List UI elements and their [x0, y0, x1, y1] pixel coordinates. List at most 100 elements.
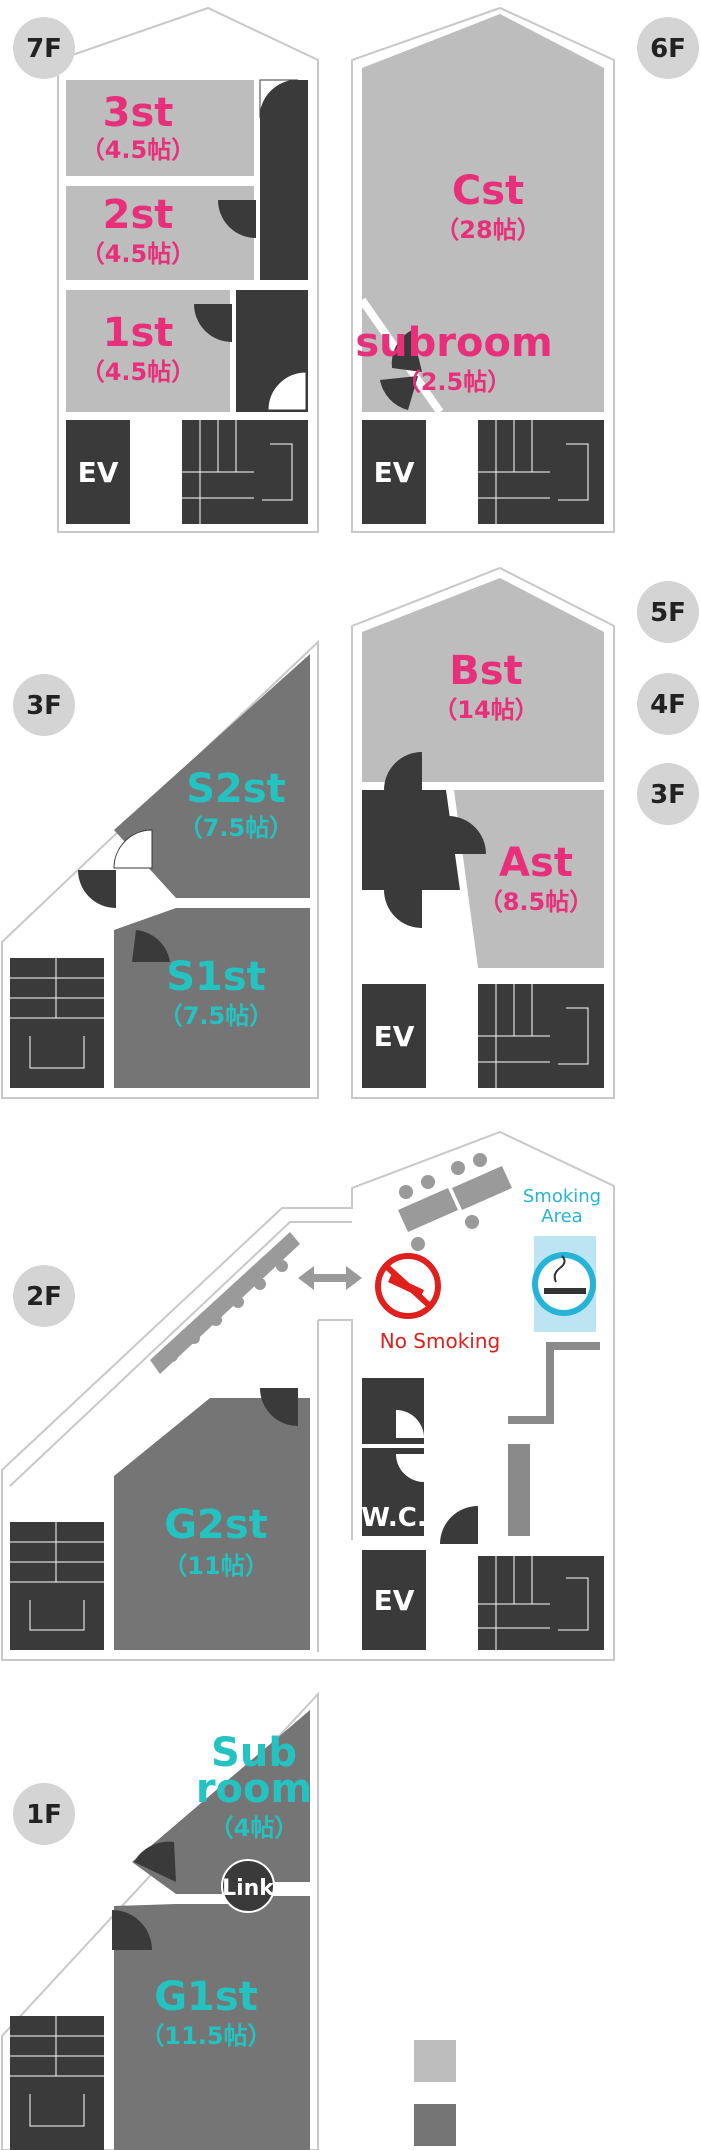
double-arrow-icon: [298, 1266, 362, 1290]
elevator: [362, 420, 426, 524]
door-icon: [384, 890, 422, 928]
room-size: （2.5帖）: [397, 368, 512, 396]
elevator: [66, 420, 130, 524]
partition: [508, 1444, 530, 1536]
room-size: （4帖）: [210, 1814, 299, 1842]
room-name: 1st: [103, 310, 174, 356]
stairs: [182, 420, 308, 524]
room-name: room: [196, 1766, 312, 1812]
floor-label: 7F: [26, 34, 62, 64]
smoking-area-label: Area: [541, 1206, 582, 1227]
stairs: [10, 1522, 104, 1650]
floor-label: 4F: [650, 690, 686, 720]
room-name: S1st: [166, 954, 266, 1000]
floor-label: 3F: [650, 780, 686, 810]
room-name: Cst: [452, 168, 524, 214]
room-name: S2st: [186, 766, 286, 812]
floor-badge: [637, 17, 699, 79]
room-name: Ast: [499, 840, 573, 886]
floor-7f: EV 7F 3st （4.5帖） 2st （4.5帖） 1st （4.5帖）: [13, 6, 319, 533]
room-size: （4.5帖）: [81, 240, 196, 268]
lounge-seating: [398, 1153, 512, 1251]
room-size: （11.5帖）: [140, 2022, 271, 2050]
floor-badge: [13, 674, 75, 736]
room-name: Bst: [449, 648, 522, 694]
door-icon: [218, 200, 256, 238]
room-size: （8.5帖）: [479, 888, 594, 916]
room-size: （14帖）: [433, 696, 538, 724]
wc-label: W.C.: [361, 1503, 426, 1533]
room-size: （28帖）: [435, 216, 540, 244]
stairs: [10, 2016, 104, 2150]
room-s2st[interactable]: [114, 654, 310, 898]
door-icon: [78, 870, 116, 908]
floor-label: 5F: [650, 598, 686, 628]
door-icon: [267, 371, 307, 411]
door-icon: [440, 1506, 478, 1544]
link-door[interactable]: [221, 1859, 275, 1913]
floor-label: 2F: [26, 1282, 62, 1312]
elevator: [362, 984, 426, 1088]
room-cst[interactable]: [362, 14, 604, 412]
floor-badge: [637, 763, 699, 825]
link-label: Link: [222, 1876, 275, 1901]
stairs: [10, 958, 104, 1088]
floor-badge: [13, 17, 75, 79]
stairs: [478, 1556, 604, 1650]
floor-6f: EV 6F Cst （28帖） subroom （2.5帖）: [351, 6, 699, 533]
stairs: [478, 984, 604, 1088]
door-icon: [396, 1410, 424, 1438]
floor-label: 1F: [26, 1800, 62, 1830]
counter-table: [150, 1232, 300, 1374]
legend-swatch-light: [414, 2040, 456, 2082]
chairs: [166, 1260, 288, 1362]
room-name: G2st: [164, 1502, 268, 1548]
stairs: [478, 420, 604, 524]
legend-swatch-dark: [414, 2104, 456, 2146]
elevator: [362, 1550, 426, 1650]
room-subroom[interactable]: [132, 1710, 310, 1894]
room-name: 3st: [103, 90, 174, 136]
no-smoking-icon: [375, 1253, 441, 1319]
no-smoking-label: No Smoking: [380, 1329, 500, 1353]
floor-badge: [637, 581, 699, 643]
room-name: 2st: [103, 192, 174, 238]
smoking-area-label: Smoking: [523, 1186, 601, 1207]
room-3st[interactable]: [66, 80, 254, 176]
door-icon: [132, 930, 170, 962]
floor-badge: [13, 1783, 75, 1845]
corridor: [362, 790, 460, 890]
corridor: [260, 80, 308, 280]
ev-label: EV: [374, 1584, 415, 1617]
floor-label: 6F: [650, 34, 686, 64]
room-g2st[interactable]: [114, 1398, 310, 1650]
room-size: （7.5帖）: [159, 1002, 274, 1030]
room-ast[interactable]: [454, 790, 604, 968]
floor-3f-left: 3F S2st （7.5帖） S1st （7.5帖）: [1, 639, 319, 1099]
door-icon: [384, 752, 422, 790]
floor-badge: [13, 1265, 75, 1327]
door-icon: [112, 1910, 152, 1950]
floor-1f: Link 1F Sub room （4帖） G1st （11.5帖）: [1, 1691, 319, 2150]
room-name: subroom: [355, 320, 552, 366]
door-icon: [134, 1841, 176, 1882]
ev-label: EV: [374, 1020, 415, 1053]
door-icon: [448, 816, 486, 854]
room-g1st[interactable]: [114, 1896, 310, 2150]
door-icon: [259, 79, 299, 119]
room-name: Sub: [211, 1730, 297, 1776]
door-icon: [391, 330, 422, 372]
ev-label: EV: [78, 456, 119, 489]
room-size: （7.5帖）: [179, 814, 294, 842]
door-icon: [396, 1454, 424, 1482]
ev-label: EV: [374, 456, 415, 489]
door-icon: [113, 829, 153, 869]
floor-label: 3F: [26, 691, 62, 721]
door-icon: [260, 1388, 298, 1426]
floor-5f-4f-3f: EV 5F 4F 3F Bst （14帖） Ast （8.5帖）: [351, 566, 699, 1099]
room-bst[interactable]: [362, 578, 604, 782]
floor-2f: No Smoking Smoking Area: [1, 1130, 615, 1661]
room-size: （4.5帖）: [81, 358, 196, 386]
smoking-icon: [532, 1252, 596, 1316]
